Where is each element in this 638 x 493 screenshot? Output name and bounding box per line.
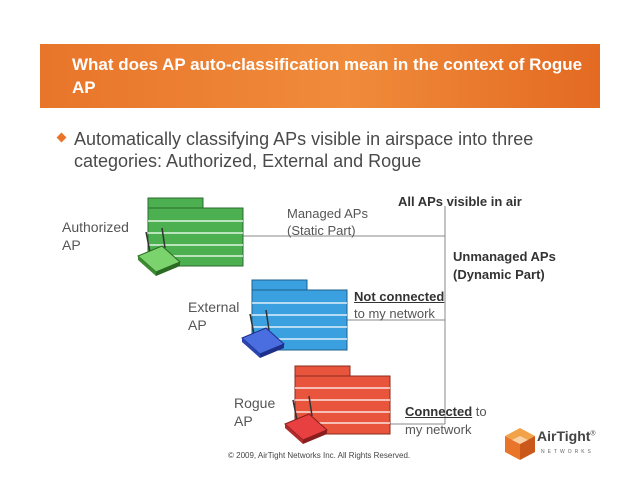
- slide-title: What does AP auto-classification mean in…: [72, 55, 583, 97]
- external-router-icon: [241, 309, 285, 358]
- airtight-logo-icon: [505, 428, 535, 460]
- connected-emphasis: Connected: [405, 404, 473, 419]
- logo-name: AirTight: [537, 428, 591, 444]
- unmanaged-aps-label: Unmanaged APs: [453, 249, 556, 264]
- logo-subtitle: NETWORKS: [541, 449, 594, 455]
- connector-lines: [243, 206, 446, 425]
- external-label: External: [188, 299, 240, 315]
- title-banner: What does AP auto-classification mean in…: [40, 44, 600, 108]
- connected-label: Connected to: [405, 403, 487, 421]
- logo-trademark: ®: [590, 430, 596, 438]
- all-aps-label: All APs visible in air: [398, 194, 522, 209]
- managed-aps-label: Managed APs: [287, 206, 368, 221]
- bullet-text: Automatically classifying APs visible in…: [74, 129, 534, 171]
- to-my-network-label: to my network: [354, 306, 435, 321]
- external-ap-label: AP: [188, 317, 207, 333]
- static-part-label: (Static Part): [287, 223, 356, 238]
- rogue-label: Rogue: [234, 395, 276, 411]
- rogue-router-icon: [284, 395, 328, 444]
- not-connected-label: Not connected: [354, 288, 444, 306]
- rogue-ap-label: AP: [234, 413, 253, 429]
- not-connected-emphasis: Not connected: [354, 289, 445, 304]
- dynamic-part-label: (Dynamic Part): [453, 267, 545, 282]
- connected-to-text: to: [472, 404, 487, 419]
- authorized-router-icon: [137, 227, 181, 276]
- copyright-footer: © 2009, AirTight Networks Inc. All Right…: [228, 451, 411, 460]
- authorized-ap-label: AP: [62, 237, 81, 253]
- airtight-logo-text: AirTight®: [537, 428, 596, 444]
- my-network-label: my network: [405, 422, 472, 437]
- authorized-label: Authorized: [62, 219, 129, 235]
